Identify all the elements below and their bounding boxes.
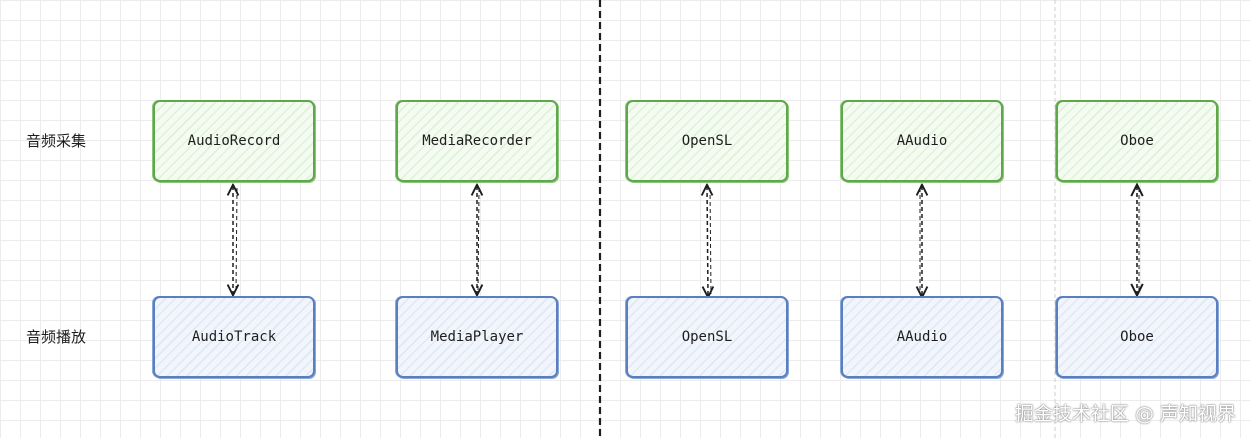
box-label: AudioRecord (187, 133, 281, 149)
row-label-playback: 音频播放 (26, 328, 87, 346)
box-label: Oboe (1120, 133, 1154, 149)
box-label: AAudio (896, 329, 948, 345)
connector-aaudio-aaudio (920, 186, 922, 296)
box-label: MediaPlayer (430, 329, 524, 345)
connector-audiorecord-audiotrack (233, 186, 237, 294)
box-label: Oboe (1120, 329, 1154, 345)
watermark: 掘金技术社区 @ 声知视界 (1014, 403, 1236, 425)
capture-box-opensl: OpenSL (626, 100, 788, 182)
capture-box-audiorecord: AudioRecord (153, 100, 315, 182)
box-label: AAudio (896, 133, 948, 149)
capture-box-aaudio: AAudio (841, 100, 1003, 182)
capture-box-oboe: Oboe (1056, 100, 1218, 182)
box-label: MediaRecorder (422, 133, 532, 149)
row-label-capture: 音频采集 (26, 132, 87, 150)
playback-box-mediaplayer: MediaPlayer (396, 296, 558, 378)
connector-mediarecorder-mediaplayer (477, 186, 479, 294)
capture-box-mediarecorder: MediaRecorder (396, 100, 558, 182)
box-label: AudioTrack (191, 329, 277, 345)
playback-box-audiotrack: AudioTrack (153, 296, 315, 378)
connector-opensl-opensl (707, 186, 711, 296)
playback-box-oboe: Oboe (1056, 296, 1218, 378)
playback-box-aaudio: AAudio (841, 296, 1003, 378)
connector-oboe-oboe (1137, 186, 1139, 294)
box-label: OpenSL (681, 329, 733, 345)
playback-box-opensl: OpenSL (626, 296, 788, 378)
box-label: OpenSL (681, 133, 733, 149)
